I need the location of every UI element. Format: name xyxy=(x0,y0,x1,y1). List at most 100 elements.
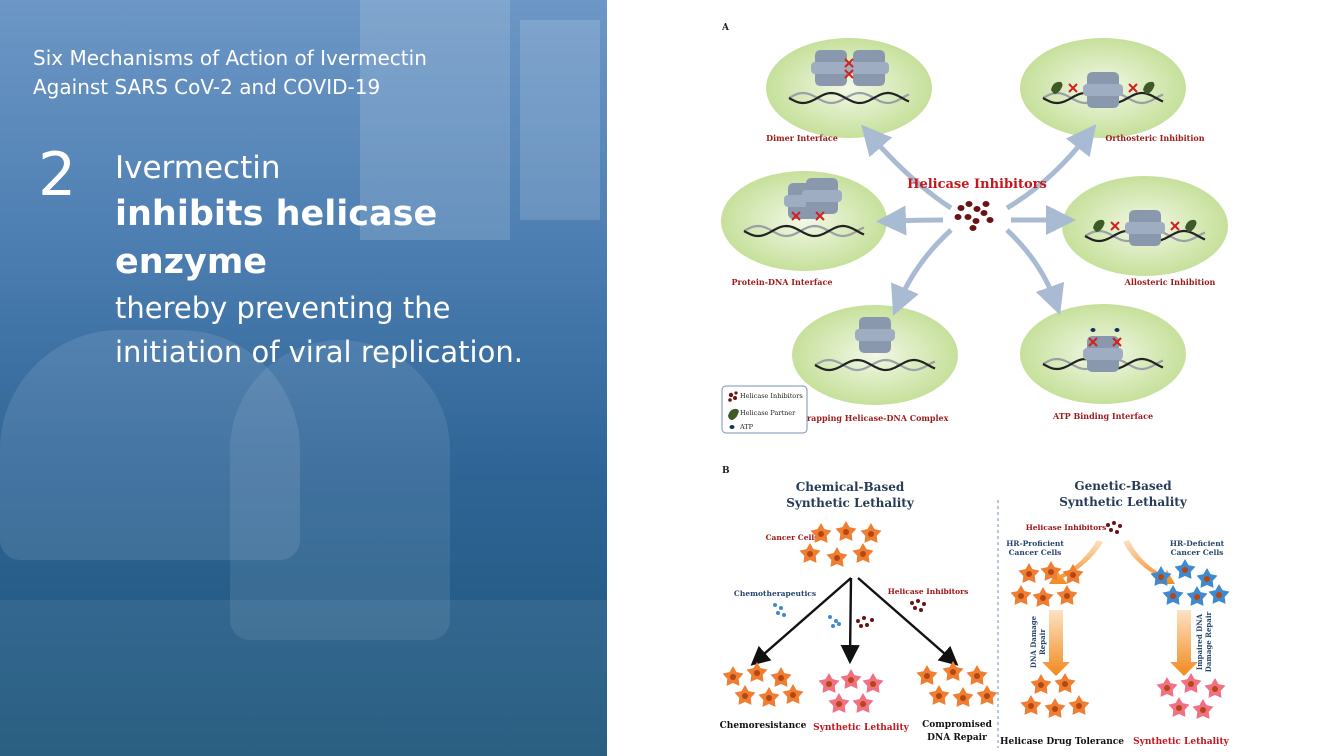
inhibition-x-icon xyxy=(1128,83,1138,93)
panel-a-label: A xyxy=(721,23,730,33)
hr-proficient-1-label: HR-Proficient xyxy=(1006,539,1064,548)
dying-cell-nucleus xyxy=(848,677,854,683)
tolerant-cell-nucleus xyxy=(1062,681,1068,687)
dying-cell-nucleus xyxy=(860,701,866,707)
legend-atp: ATP xyxy=(739,423,754,431)
chemical-title-1: Chemical-Based xyxy=(796,480,905,494)
inhibition-x-icon xyxy=(1170,221,1180,231)
inhibitor-molecule xyxy=(1106,523,1110,527)
cancer-cell-nucleus xyxy=(868,531,874,537)
inhibitor-molecule xyxy=(969,225,977,231)
inhibition-x-icon xyxy=(844,58,854,68)
compromised-cell-nucleus xyxy=(984,693,990,699)
cancer-cell-nucleus xyxy=(807,551,813,557)
inhibitor-molecule xyxy=(965,201,973,207)
label-orthosteric-inhibition: Orthosteric Inhibition xyxy=(1105,133,1204,143)
arrow-to-compromised-repair xyxy=(857,577,959,666)
resistant-cell-nucleus xyxy=(766,695,772,701)
compromised-1-label: Compromised xyxy=(922,720,992,730)
helicase-partner-icon xyxy=(1143,81,1155,94)
dna-damage-repair-2-label: Repair xyxy=(1038,629,1047,655)
impaired-2-label: Damage Repair xyxy=(1204,612,1213,673)
inhibitor-molecule xyxy=(1112,521,1116,525)
hr-proficient-cell-nucleus xyxy=(1070,572,1076,578)
chemo-molecule xyxy=(837,622,841,626)
label-allosteric-inhibition: Allosteric Inhibition xyxy=(1124,277,1216,287)
dying-cell-nucleus xyxy=(826,681,832,687)
background-table-shape xyxy=(0,600,607,756)
mechanism-number: 2 xyxy=(38,140,77,210)
hr-deficient-1-label: HR-Deficient xyxy=(1170,539,1225,548)
inhibition-x-icon xyxy=(844,69,854,79)
helicase-protein xyxy=(811,50,851,86)
inhibitor-molecule xyxy=(859,624,863,628)
inhibitor-molecule xyxy=(913,606,917,610)
resistant-cell-nucleus xyxy=(778,675,784,681)
curved-arrow xyxy=(876,205,944,236)
hr-deficient-cell-nucleus xyxy=(1204,576,1210,582)
atp-icon xyxy=(1114,328,1120,332)
dying-cell-nucleus xyxy=(1212,686,1218,692)
helicase-protein xyxy=(802,178,842,214)
inhibitor-cluster xyxy=(954,201,994,231)
curved-arrow xyxy=(1005,228,1065,316)
dna-strand xyxy=(743,224,865,238)
dna-strand xyxy=(743,224,865,238)
atp-icon xyxy=(1090,328,1096,332)
hr-deficient-cell-nucleus xyxy=(1216,592,1222,598)
background-figure-shape xyxy=(230,340,450,640)
cancer-cell-nucleus xyxy=(818,531,824,537)
inhibitor-molecule xyxy=(954,214,962,220)
slide-subtitle: Six Mechanisms of Action of Ivermectin A… xyxy=(33,44,593,102)
inhibitor-molecule xyxy=(919,608,923,612)
panel-a-legend: Helicase Inhibitors Helicase Partner ATP xyxy=(721,385,808,434)
inhibitor-molecule xyxy=(980,210,988,216)
inhibitor-molecule xyxy=(910,601,914,605)
panel-b-label: B xyxy=(722,466,730,476)
hr-deficient-cell-nucleus xyxy=(1170,593,1176,599)
tolerant-cell-nucleus xyxy=(1028,703,1034,709)
genetic-title-1: Genetic-Based xyxy=(1074,479,1172,493)
description-line-3: thereby preventing the xyxy=(115,291,451,325)
helicase-protein xyxy=(855,317,895,353)
label-atp-binding: ATP Binding Interface xyxy=(1052,411,1153,421)
label-trapping-complex: Trapping Helicase-DNA Complex xyxy=(802,413,949,423)
dying-cell-nucleus xyxy=(1200,707,1206,713)
tolerant-cell-nucleus xyxy=(1038,682,1044,688)
hr-deficient-cell-nucleus xyxy=(1194,594,1200,600)
tolerant-cell-nucleus xyxy=(1076,703,1082,709)
chemo-molecule xyxy=(776,611,780,615)
helicase-protein xyxy=(1083,72,1123,108)
arrow-to-chemoresistance xyxy=(750,577,852,666)
resistant-cell-nucleus xyxy=(790,692,796,698)
cancer-cell-nucleus xyxy=(843,529,849,535)
mechanism-ellipse xyxy=(766,38,932,138)
dying-cell-nucleus xyxy=(1176,705,1182,711)
legend-partner: Helicase Partner xyxy=(740,409,796,417)
inhibitor-molecule xyxy=(957,205,965,211)
hr-proficient-cell-nucleus xyxy=(1026,571,1032,577)
down-arrow-impaired-repair xyxy=(1170,610,1198,676)
inhibitor-molecule xyxy=(972,218,980,224)
compromised-cell-nucleus xyxy=(974,673,980,679)
inhibition-x-icon xyxy=(1112,337,1122,347)
chemoresistance-label: Chemoresistance xyxy=(720,721,807,731)
dna-strand xyxy=(788,91,910,105)
inhibitor-molecule xyxy=(856,619,860,623)
compromised-2-label: DNA Repair xyxy=(927,733,987,743)
legend-atp-icon xyxy=(729,425,735,429)
hr-deficient-2-label: Cancer Cells xyxy=(1171,548,1224,557)
down-arrow-dna-repair xyxy=(1042,610,1070,676)
description-line-1: Ivermectin xyxy=(115,150,281,186)
resistant-cell-nucleus xyxy=(730,674,736,680)
mechanism-ellipse xyxy=(1020,38,1186,138)
label-dimer-interface: Dimer Interface xyxy=(766,133,838,143)
compromised-cell-nucleus xyxy=(936,693,942,699)
chemo-molecule xyxy=(773,603,777,607)
inhibitor-molecule xyxy=(862,616,866,620)
dying-cell-nucleus xyxy=(1164,685,1170,691)
chemo-molecule xyxy=(828,615,832,619)
curved-arrow xyxy=(891,228,953,316)
background-window-shape xyxy=(360,0,510,240)
resistant-cell-nucleus xyxy=(754,670,760,676)
